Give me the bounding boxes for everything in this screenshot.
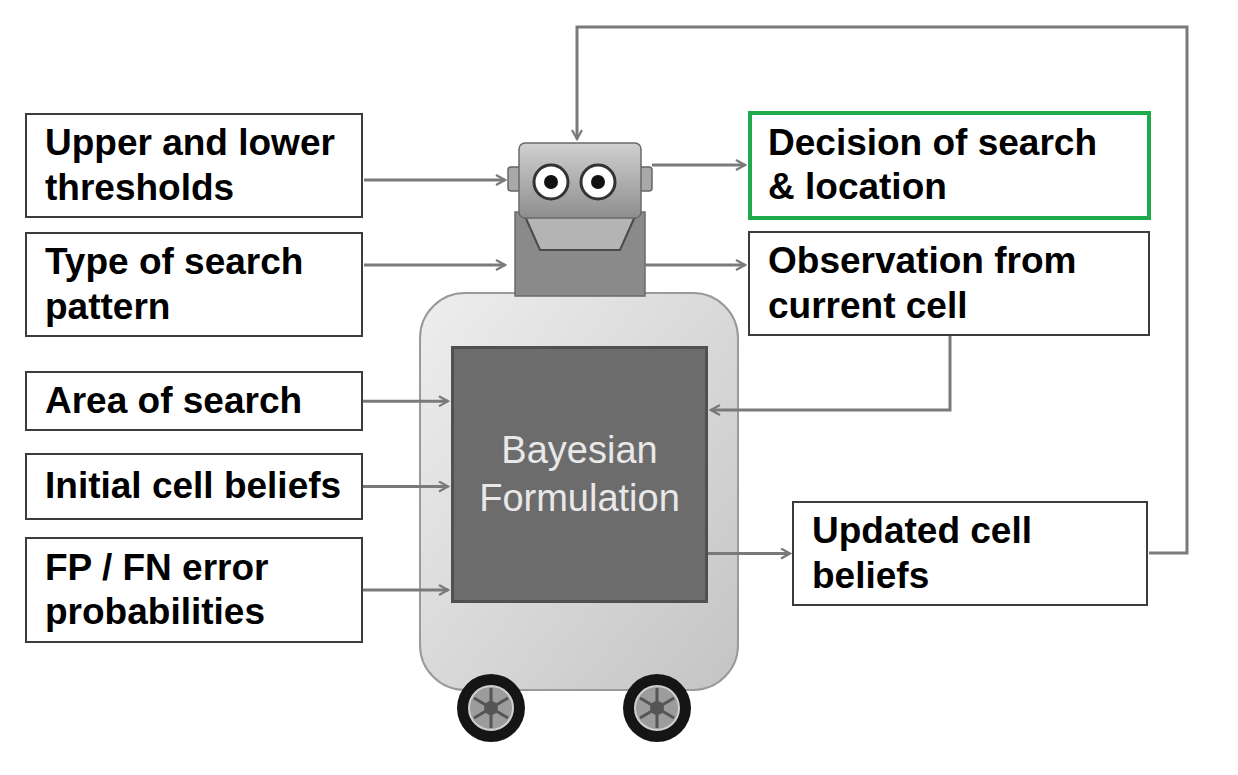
connector-arrow	[708, 552, 790, 555]
robot-wheel	[623, 674, 691, 742]
output-box: Observation from current cell	[748, 231, 1150, 336]
robot-pupil	[544, 175, 558, 189]
node-label: Type of search pattern	[45, 240, 345, 329]
robot-collar	[524, 214, 636, 250]
robot-wheel	[457, 674, 525, 742]
input-box: FP / FN error probabilities	[25, 537, 363, 643]
robot-head	[519, 143, 641, 218]
node-label: Bayesian Formulation	[464, 427, 695, 522]
input-box: Type of search pattern	[25, 232, 363, 337]
output-arrow	[645, 264, 745, 267]
robot-pupil	[591, 175, 605, 189]
input-arrow	[364, 264, 505, 267]
connector-arrow	[363, 485, 448, 488]
node-label: Initial cell beliefs	[45, 464, 345, 508]
input-box: Initial cell beliefs	[25, 453, 363, 520]
input-box: Area of search	[25, 371, 363, 431]
output-box: Updated cell beliefs	[792, 501, 1148, 606]
node-label: Updated cell beliefs	[812, 509, 1130, 598]
robot-neck	[515, 212, 645, 296]
node-label: FP / FN error probabilities	[45, 546, 345, 635]
robot-body	[420, 293, 738, 690]
input-arrow	[364, 179, 505, 182]
connector-arrow	[711, 336, 950, 410]
robot-eye	[534, 165, 568, 199]
node-label: Decision of search & location	[768, 121, 1131, 210]
node-label: Upper and lower thresholds	[45, 121, 345, 210]
robot	[420, 143, 738, 742]
input-box: Upper and lower thresholds	[25, 113, 363, 218]
connector-arrow	[363, 400, 448, 403]
robot-eye	[581, 165, 615, 199]
output-arrow	[652, 164, 745, 167]
output-box: Decision of search & location	[748, 111, 1151, 220]
connector-arrow	[363, 589, 448, 592]
node-label: Area of search	[45, 379, 345, 423]
process-box: Bayesian Formulation	[451, 346, 708, 603]
node-label: Observation from current cell	[768, 239, 1132, 328]
